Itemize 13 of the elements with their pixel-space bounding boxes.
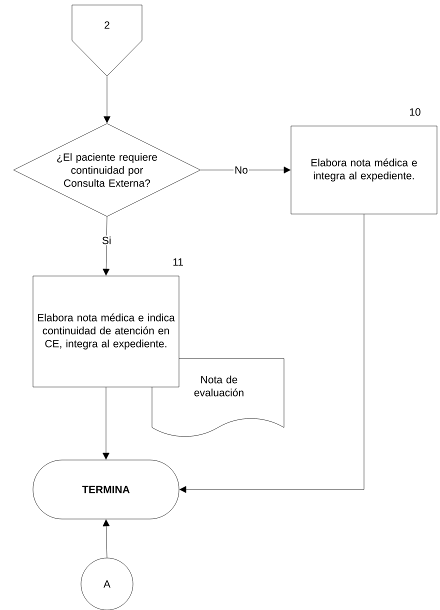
arrow [102, 519, 110, 558]
edge-label: Si [100, 235, 112, 246]
edge-label: No [234, 165, 249, 175]
arrow [102, 387, 110, 460]
arrow [179, 214, 364, 493]
arrow [102, 216, 110, 276]
process-box: Elabora nota médica e integra al expediente. [290, 126, 438, 214]
process-box: Elabora nota médica e indica continuidad de atención en CE, integra al expediente. [32, 276, 180, 388]
off-page-connector: 2 [72, 4, 142, 76]
arrow [200, 166, 291, 174]
step-number: 10 [410, 108, 420, 116]
step-number: 11 [173, 258, 183, 266]
arrow [104, 76, 110, 124]
